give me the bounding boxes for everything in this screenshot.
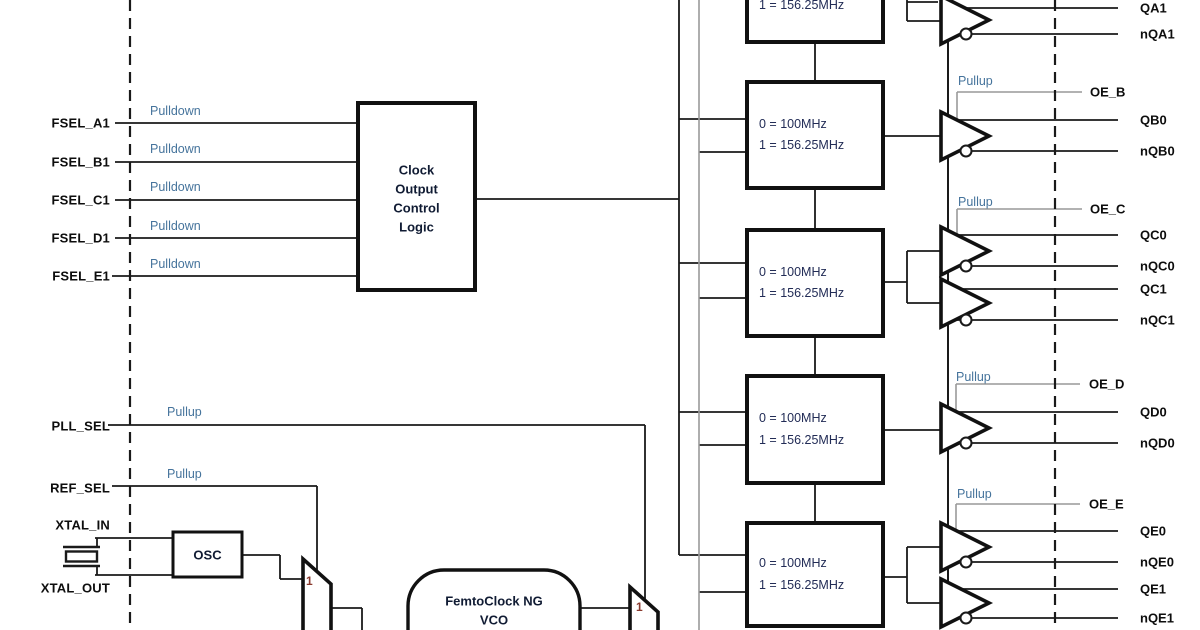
ref-mux-select-label: 1 bbox=[306, 574, 313, 588]
osc-box bbox=[171, 530, 244, 579]
divider-b-text: 1 = 156.25MHz bbox=[759, 137, 845, 152]
signal-wires bbox=[95, 0, 1118, 630]
pll-mux-select-label: 1 bbox=[636, 600, 643, 614]
control-logic-text: Logic bbox=[399, 219, 434, 235]
pin-label-pll-sel: PLL_SEL bbox=[51, 418, 110, 434]
divider-a-box bbox=[745, 0, 885, 44]
divider-c-text: 0 = 100MHz bbox=[759, 264, 827, 279]
control-logic-box bbox=[356, 101, 477, 292]
ref-mux-icon bbox=[301, 554, 333, 630]
divider-d-text: 0 = 100MHz bbox=[759, 410, 827, 425]
pin-label-fsel-e1: FSEL_E1 bbox=[52, 268, 110, 284]
pin-label-qb0: QB0 bbox=[1140, 112, 1167, 128]
pin-label-fsel-b1: FSEL_B1 bbox=[51, 154, 110, 170]
pulldown-annotation: Pulldown bbox=[150, 141, 201, 156]
pin-label-qc0: QC0 bbox=[1140, 227, 1167, 243]
divider-d-box bbox=[745, 374, 885, 485]
pll-mux-icon bbox=[628, 582, 660, 630]
pin-label-qe0: QE0 bbox=[1140, 523, 1167, 539]
pin-label-qa1: QA1 bbox=[1140, 0, 1167, 16]
divider-c-box bbox=[745, 228, 885, 338]
vco-stadium bbox=[406, 568, 582, 630]
divider-a-text: 1 = 156.25MHz bbox=[759, 0, 845, 12]
divider-c-text: 1 = 156.25MHz bbox=[759, 285, 845, 300]
crystal-icon bbox=[63, 545, 100, 568]
pin-label-nqc0: nQC0 bbox=[1140, 258, 1175, 274]
pin-label-ref-sel: REF_SEL bbox=[50, 480, 110, 496]
osc-label: OSC bbox=[193, 547, 222, 563]
pullup-annotation: Pullup bbox=[958, 194, 993, 209]
pullup-annotation: Pullup bbox=[167, 404, 202, 419]
pin-label-oe-d: OE_D bbox=[1089, 376, 1125, 392]
pin-label-fsel-a1: FSEL_A1 bbox=[51, 115, 110, 131]
block-outlines bbox=[171, 0, 994, 630]
control-logic-text: Output bbox=[395, 181, 438, 197]
pin-label-qe1: QE1 bbox=[1140, 581, 1167, 597]
pin-label-xtal-in: XTAL_IN bbox=[55, 517, 110, 533]
pin-label-fsel-c1: FSEL_C1 bbox=[51, 192, 110, 208]
pin-label-nqe1: nQE1 bbox=[1140, 610, 1174, 626]
pin-label-xtal-out: XTAL_OUT bbox=[40, 580, 110, 596]
pulldown-annotation: Pulldown bbox=[150, 179, 201, 194]
divider-e-box bbox=[745, 521, 885, 628]
pullup-annotation: Pullup bbox=[958, 73, 993, 88]
inversion-bubbles bbox=[959, 27, 973, 625]
gray-wires bbox=[698, 0, 1082, 630]
pin-label-nqc1: nQC1 bbox=[1140, 312, 1175, 328]
vco-label: FemtoClock NG bbox=[445, 593, 543, 609]
pullup-annotation: Pullup bbox=[957, 486, 992, 501]
pin-label-oe-c: OE_C bbox=[1090, 201, 1126, 217]
pin-label-nqb0: nQB0 bbox=[1140, 143, 1175, 159]
pin-label-qc1: QC1 bbox=[1140, 281, 1167, 297]
divider-e-text: 0 = 100MHz bbox=[759, 555, 827, 570]
vco-label: VCO bbox=[479, 612, 509, 628]
pin-label-oe-e: OE_E bbox=[1089, 496, 1124, 512]
pin-label-nqd0: nQD0 bbox=[1140, 435, 1175, 451]
divider-d-text: 1 = 156.25MHz bbox=[759, 432, 845, 447]
control-logic-text: Clock bbox=[398, 162, 435, 178]
pin-label-qd0: QD0 bbox=[1140, 404, 1167, 420]
divider-b-text: 0 = 100MHz bbox=[759, 116, 827, 131]
pulldown-annotation: Pulldown bbox=[150, 103, 201, 118]
pulldown-annotation: Pulldown bbox=[150, 256, 201, 271]
chip-boundary-lines bbox=[128, 0, 1057, 630]
pin-label-fsel-d1: FSEL_D1 bbox=[51, 230, 110, 246]
control-logic-text: Control bbox=[393, 200, 440, 216]
divider-e-text: 1 = 156.25MHz bbox=[759, 577, 845, 592]
pin-label-nqe0: nQE0 bbox=[1140, 554, 1174, 570]
pulldown-annotation: Pulldown bbox=[150, 218, 201, 233]
pin-label-oe-b: OE_B bbox=[1090, 84, 1126, 100]
divider-b-box bbox=[745, 80, 885, 190]
pullup-annotation: Pullup bbox=[956, 369, 991, 384]
pin-label-nqa1: nQA1 bbox=[1140, 26, 1175, 42]
pullup-annotation: Pullup bbox=[167, 466, 202, 481]
